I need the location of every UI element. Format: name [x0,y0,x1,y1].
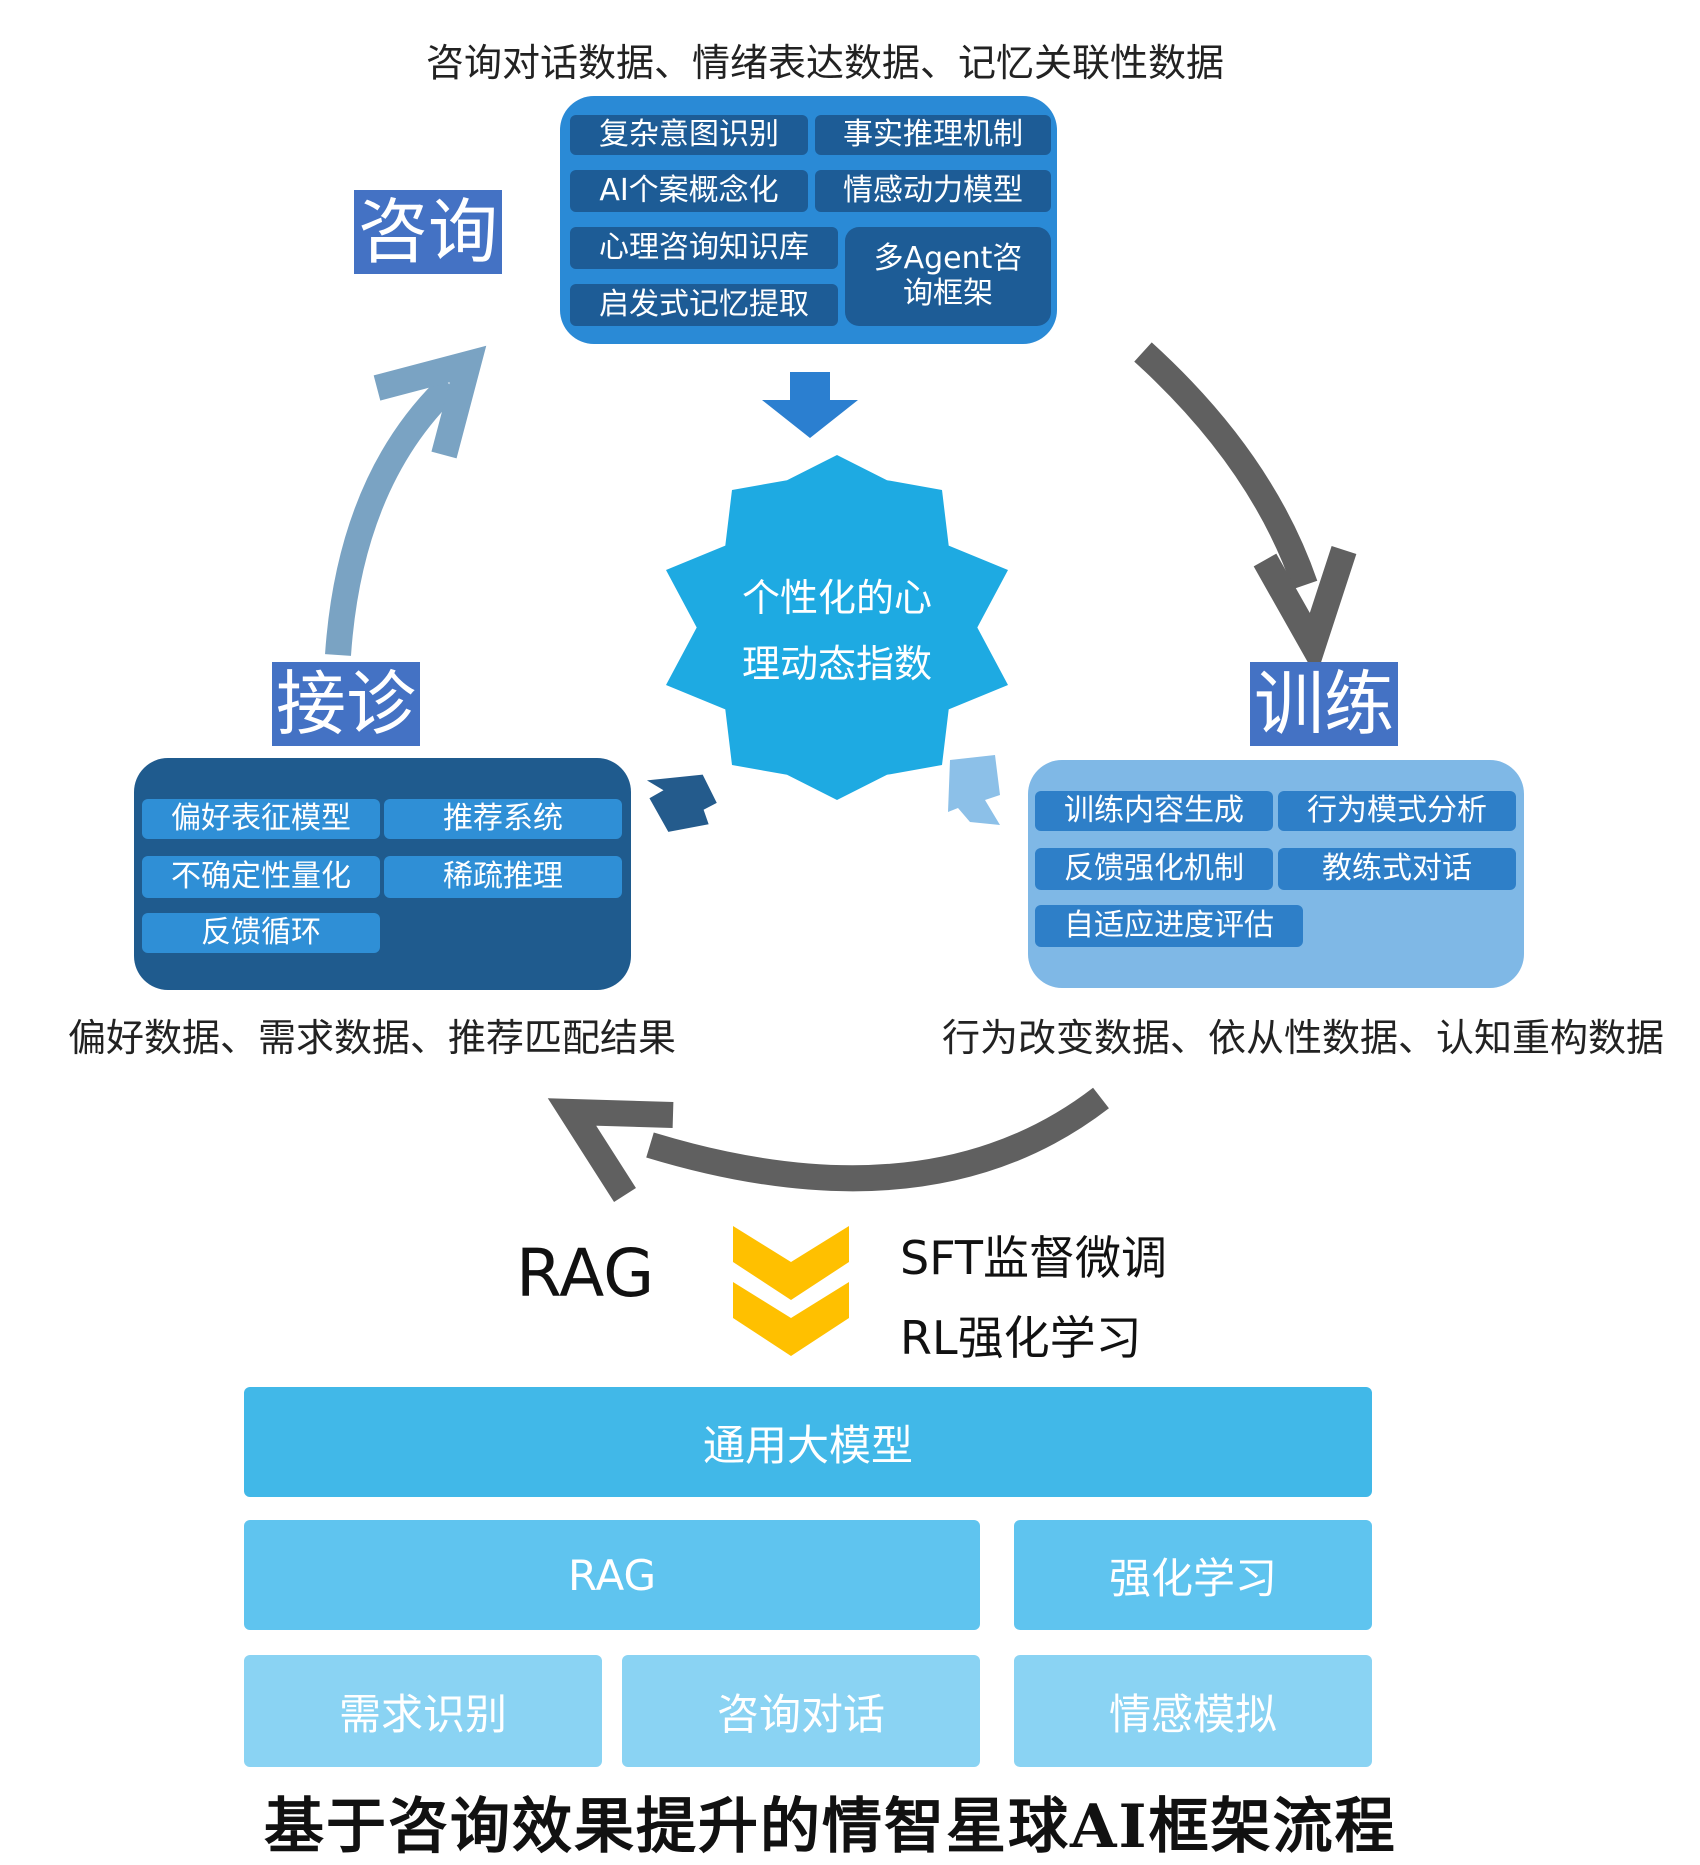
intake-item: 不确定性量化 [142,856,380,898]
training-item: 自适应进度评估 [1035,905,1303,947]
arrow-consult-to-training [1134,342,1318,590]
center-text: 个性化的心 理动态指数 [700,565,974,697]
arrow-intake-to-consult [325,375,459,656]
intake-item: 偏好表征模型 [142,799,380,839]
center-star [666,455,1008,800]
training-item: 行为模式分析 [1278,791,1516,831]
arrow-training-to-intake [646,1087,1109,1192]
arrow-training-to-intake-head [547,1098,674,1202]
method-sft: SFT监督微调 [900,1231,1167,1285]
consult-item: 启发式记忆提取 [570,284,838,326]
training-data-caption: 行为改变数据、依从性数据、认知重构数据 [942,1016,1665,1060]
consult-item: 情感动力模型 [815,170,1051,212]
arrow-intake-to-consult-head [373,345,487,459]
training-item: 教练式对话 [1278,848,1516,890]
arrow-consult-to-training-head [1253,545,1357,678]
center-text-line2: 理动态指数 [741,642,932,686]
arrow-training-to-center [948,755,1000,825]
consult-data-caption: 咨询对话数据、情绪表达数据、记忆关联性数据 [426,41,1225,85]
consult-item: AI个案概念化 [570,170,808,212]
stack-general-model: 通用大模型 [244,1387,1372,1497]
intake-item: 稀疏推理 [384,856,622,898]
arrow-consult-to-center [762,372,858,438]
stack-consult-dialog: 咨询对话 [622,1655,980,1767]
training-item: 反馈强化机制 [1035,848,1273,890]
training-stage-label: 训练 [1250,662,1398,746]
intake-item: 推荐系统 [384,799,622,839]
chevron-1 [733,1226,849,1300]
consult-item: 复杂意图识别 [570,115,808,155]
method-rag: RAG [516,1235,655,1312]
training-item: 训练内容生成 [1035,791,1273,831]
page-title: 基于咨询效果提升的情智星球AI框架流程 [264,1792,1397,1862]
stack-rl: 强化学习 [1014,1520,1372,1630]
method-rl: RL强化学习 [900,1311,1142,1365]
intake-item: 反馈循环 [142,913,380,953]
stack-need-recognition: 需求识别 [244,1655,602,1767]
consult-stage-label: 咨询 [354,190,502,274]
consult-item: 事实推理机制 [815,115,1051,155]
stack-rag: RAG [244,1520,980,1630]
arrow-intake-to-center [646,774,717,832]
stack-emotion-sim: 情感模拟 [1014,1655,1372,1767]
chevron-2 [733,1282,849,1356]
consult-item: 心理咨询知识库 [570,227,838,269]
center-text-line1: 个性化的心 [741,576,932,620]
consult-item: 多Agent咨询框架 [845,227,1051,326]
intake-data-caption: 偏好数据、需求数据、推荐匹配结果 [68,1016,677,1060]
intake-stage-label: 接诊 [272,662,420,746]
